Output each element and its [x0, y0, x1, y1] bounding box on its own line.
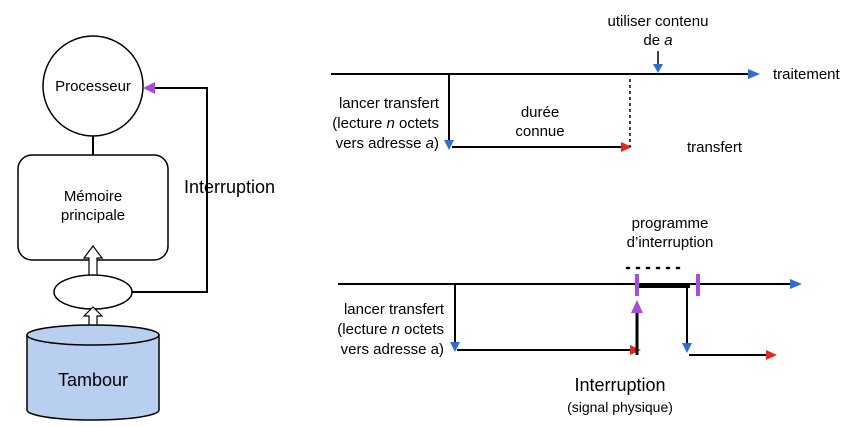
processor-circle — [42, 35, 144, 137]
bottom-launch-arrowhead — [450, 342, 460, 352]
controller-ellipse — [53, 274, 133, 310]
processor-label: Processeur — [55, 78, 131, 95]
interrupt-title: Interruption — [574, 375, 666, 395]
top-launch-line2: (lecture n octets — [332, 115, 439, 132]
duration-line1: durée — [520, 104, 560, 121]
processing-arrowhead — [748, 69, 760, 79]
processing-label: traitement — [773, 66, 840, 83]
top-launch-line3: vers adresse a) — [335, 135, 439, 152]
resume-red-arrowhead — [766, 350, 777, 360]
top-launch-arrowhead — [444, 140, 454, 150]
drum-label: Tambour — [57, 370, 129, 390]
interrupt-arrowhead — [143, 82, 155, 94]
program-line1: programme — [631, 215, 709, 232]
drum-top — [26, 324, 160, 346]
transfer-label: transfert — [687, 139, 743, 156]
interrupt-signal-arrowhead — [631, 300, 643, 313]
bottom-launch-line2: (lecture n octets — [337, 321, 444, 338]
interrupt-subtitle: (signal physique) — [567, 399, 673, 415]
top-transfer-arrowhead — [621, 142, 632, 152]
interrupt-wire-label: Interruption — [184, 177, 276, 197]
bottom-launch-line3: vers adresse a) — [340, 341, 444, 358]
duration-line2: connue — [515, 123, 565, 140]
interrupt-wire — [131, 87, 208, 293]
top-launch-line1: lancer transfert — [338, 95, 439, 112]
use-content-arrowhead — [653, 64, 663, 73]
drum-body — [26, 335, 160, 421]
resume-arrowhead — [682, 343, 692, 353]
memory-label-line1: Mémoire — [63, 188, 123, 205]
memory-label-line2: principale — [60, 207, 126, 224]
program-line2: d’interruption — [626, 234, 714, 251]
bottom-processing-arrowhead — [790, 279, 802, 289]
use-content-line2: de a — [643, 32, 673, 49]
bottom-launch-line1: lancer transfert — [343, 301, 444, 318]
use-content-line1: utiliser contenu — [607, 13, 709, 30]
